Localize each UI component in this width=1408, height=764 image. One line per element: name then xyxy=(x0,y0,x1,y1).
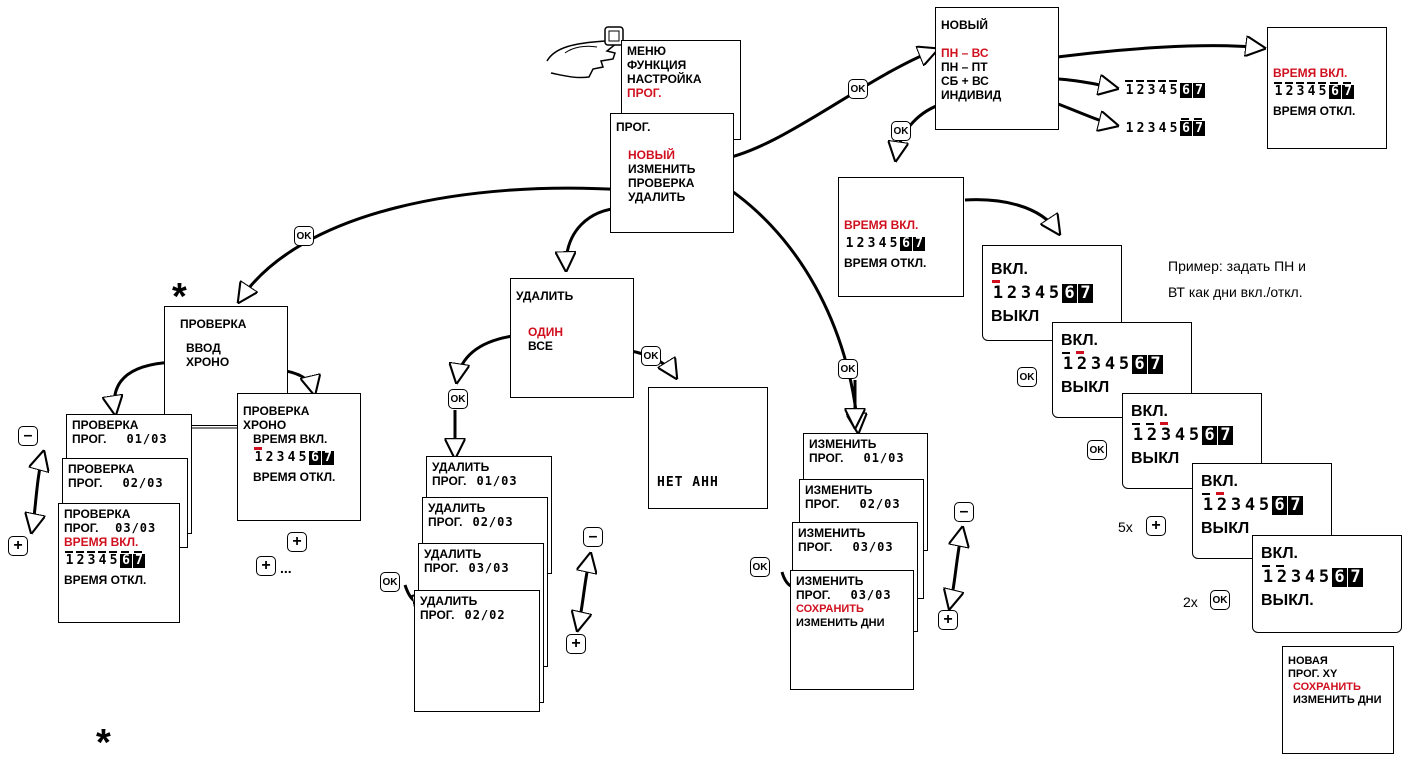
arrow-to-individ-edit xyxy=(964,198,1058,232)
example-text-2: ВТ как дни вкл./откл. xyxy=(1168,284,1303,300)
minus-button[interactable]: – xyxy=(18,426,38,446)
delete-screen: УДАЛИТЬ ОДИН ВСЕ xyxy=(510,278,634,398)
ok-button[interactable]: OK xyxy=(380,572,400,592)
arrow-edit xyxy=(711,176,858,430)
arrow-updown-check xyxy=(32,454,43,530)
days-sat-sun: СБ + ВС xyxy=(941,74,989,88)
time-on-label: ВРЕМЯ ВКЛ. xyxy=(1273,66,1348,80)
hand-pointer-icon xyxy=(546,26,624,79)
time-off-label: ВРЕМЯ ОТКЛ. xyxy=(1273,104,1356,118)
edit-prog-4: ИЗМЕНИТЬ ПРОГ. 03/03 СОХРАНИТЬ ИЗМЕНИТЬ … xyxy=(790,570,914,690)
days-individ: ИНДИВИД xyxy=(941,88,1002,102)
days-mon-sun: ПН – ВС xyxy=(941,46,989,60)
ok-button[interactable]: OK xyxy=(448,389,468,409)
time-on-label: ВРЕМЯ ВКЛ. xyxy=(844,218,919,232)
menu-item-function: ФУНКЦИЯ xyxy=(627,58,687,72)
plus-button[interactable]: + xyxy=(1146,516,1166,536)
delete-prog-4: УДАЛИТЬ ПРОГ. 02/02 xyxy=(414,590,540,712)
ok-button[interactable]: OK xyxy=(641,346,661,366)
ok-button[interactable]: OK xyxy=(1017,367,1037,387)
ok-button[interactable]: OK xyxy=(294,226,314,246)
check-chrono: ХРОНО xyxy=(186,355,230,369)
prog-title: ПРОГ. xyxy=(616,120,651,134)
ok-button[interactable]: OK xyxy=(1087,440,1107,460)
check-entry: ВВОД xyxy=(186,341,221,355)
plus-button[interactable]: + xyxy=(287,532,307,552)
ok-button[interactable]: OK xyxy=(838,359,858,379)
arrow-one xyxy=(457,333,521,380)
new-days-screen: НОВЫЙ ПН – ВС ПН – ПТ СБ + ВС ИНДИВИД xyxy=(935,7,1059,130)
arrow-updown-edit xyxy=(950,530,962,606)
days-mon-fri: ПН – ПТ xyxy=(941,60,988,74)
prog-check: ПРОВЕРКА xyxy=(628,176,695,190)
arrow-updown-delete xyxy=(578,556,590,628)
plus-button[interactable]: + xyxy=(8,536,28,556)
new-prog-screen: НОВАЯ ПРОГ. XY СОХРАНИТЬ ИЗМЕНИТЬ ДНИ xyxy=(1282,646,1394,754)
ok-button[interactable]: OK xyxy=(848,79,868,99)
no-program-screen: НЕТ АНН xyxy=(648,387,768,509)
prog-edit: ИЗМЕНИТЬ xyxy=(628,162,696,176)
menu-item-settings: НАСТРОЙКА xyxy=(627,72,702,86)
example-text-1: Пример: задать ПН и xyxy=(1168,258,1306,274)
plus-button[interactable]: + xyxy=(256,556,276,576)
plus-button[interactable]: + xyxy=(566,634,586,654)
times-5-label: 5x xyxy=(1118,519,1133,535)
menu-item-menu: МЕНЮ xyxy=(627,44,667,58)
times-2-label: 2x xyxy=(1183,594,1198,610)
prog-screen: ПРОГ. НОВЫЙ ИЗМЕНИТЬ ПРОВЕРКА УДАЛИТЬ xyxy=(610,113,734,233)
menu-item-prog: ПРОГ. xyxy=(627,86,662,100)
new-title: НОВЫЙ xyxy=(941,18,989,32)
arrow-new-to-days xyxy=(717,50,935,162)
minus-button[interactable]: – xyxy=(583,527,603,547)
prog-delete: УДАЛИТЬ xyxy=(628,190,686,204)
minus-button[interactable]: – xyxy=(954,502,974,522)
prog-new: НОВЫЙ xyxy=(628,148,676,162)
arrow-mon-sun xyxy=(1034,46,1262,62)
time-off-label: ВРЕМЯ ОТКЛ. xyxy=(844,256,927,270)
ok-button[interactable]: OK xyxy=(750,557,770,577)
ok-button[interactable]: OK xyxy=(891,121,911,141)
ellipsis-label: ... xyxy=(280,560,292,576)
star-footnote: * xyxy=(96,722,111,764)
plus-button[interactable]: + xyxy=(938,610,958,630)
arrow-check xyxy=(240,186,626,300)
ok-button[interactable]: OK xyxy=(1210,590,1230,610)
